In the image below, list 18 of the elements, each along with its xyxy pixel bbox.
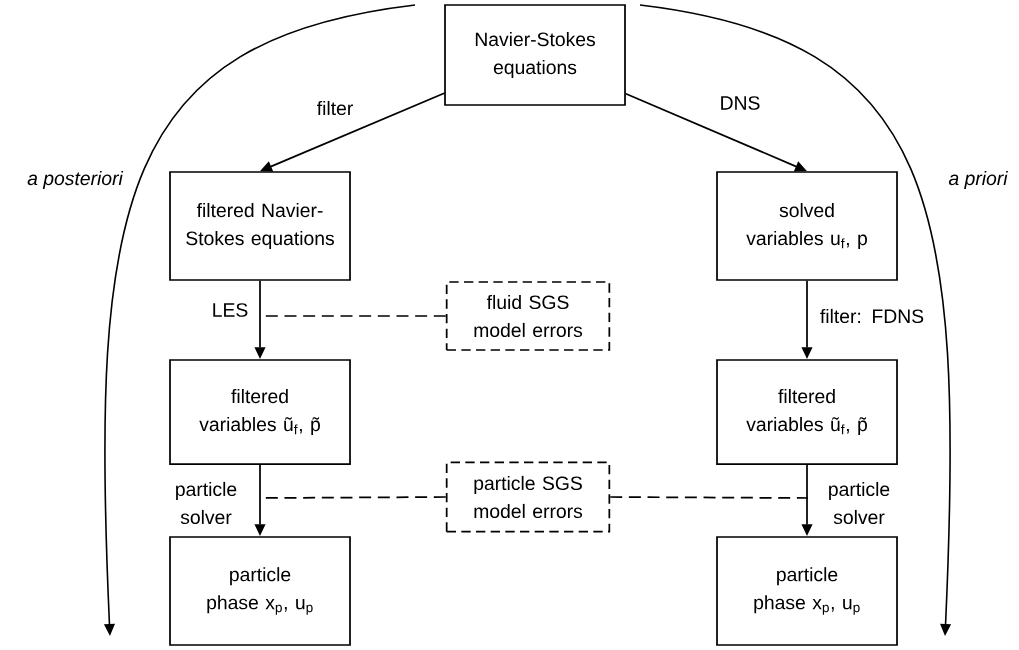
process-box: particle phase x$_{p}$, u$_{p}$ <box>169 536 351 646</box>
edge-label: filter: FDNS <box>820 308 924 324</box>
leader-line <box>609 496 809 499</box>
direction-label: a posteriori <box>25 169 125 191</box>
process-box: particle phase x$_{p}$, u$_{p}$ <box>716 536 898 646</box>
dashed-box: particle SGS model errors <box>445 461 611 533</box>
process-box: solved variables u$_{f}$, p <box>716 171 898 281</box>
process-box: filtered Navier-Stokes equations <box>169 171 351 281</box>
edge-label: particle solver <box>176 481 237 525</box>
edge-label: DNS <box>721 96 760 110</box>
edge-label: filter <box>317 100 353 116</box>
process-box: filtered variables ũ$_{f}$, p̃ <box>169 359 351 465</box>
edge-label: particle solver <box>829 481 890 525</box>
edge-label: LES <box>213 303 248 317</box>
direction-label: a priori <box>947 169 1009 191</box>
dashed-box: fluid SGS model errors <box>445 281 611 351</box>
process-box: filtered variables ũ$_{f}$, p̃ <box>716 359 898 465</box>
process-box: Navier-Stokes equations <box>444 4 626 106</box>
